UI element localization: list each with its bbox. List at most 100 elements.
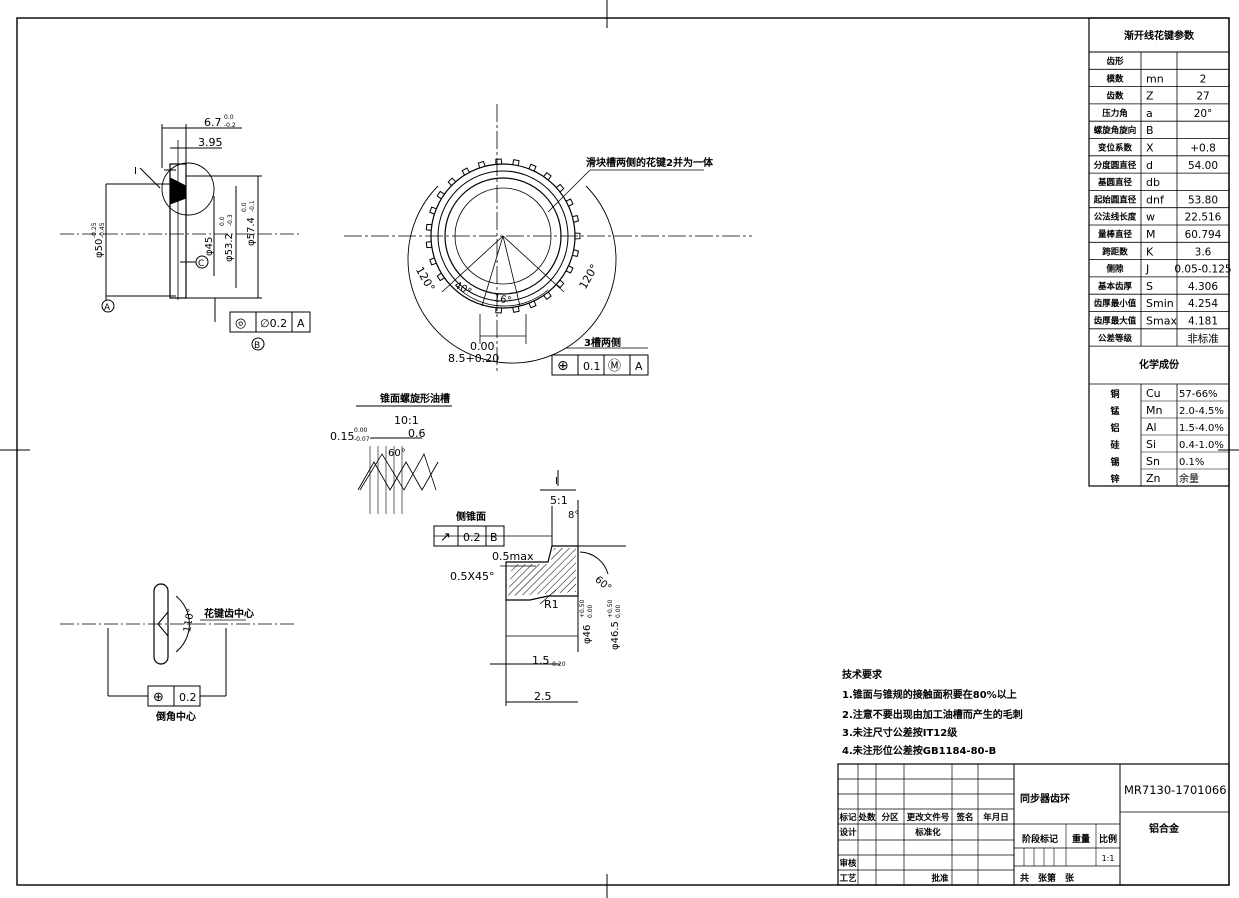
ring-mid-circle <box>437 170 569 302</box>
tooth-center-label: 花键齿中心 <box>204 607 254 620</box>
param-name: 齿形 <box>1106 56 1124 67</box>
detail-i-scale: 5:1 <box>550 494 568 507</box>
revision-header-cell: 处数 <box>857 812 876 823</box>
fcf-tooth-tol: 0.2 <box>179 691 197 704</box>
front-view <box>344 104 752 376</box>
chem-name: 铜 <box>1110 388 1119 400</box>
param-name: 起始圆直径 <box>1093 194 1137 205</box>
tooth-angle: 110° <box>182 608 197 634</box>
dim-phi46: φ46 <box>582 625 593 644</box>
spline-tooth <box>512 159 520 166</box>
spline-tooth <box>572 215 580 223</box>
groove-dim1-up: 0.00 <box>354 427 368 434</box>
chem-value: 1.5-4.0% <box>1179 423 1224 434</box>
angle-arc-120 <box>407 185 617 364</box>
chem-symbol: Zn <box>1146 472 1161 485</box>
spline-tooth <box>477 160 486 169</box>
front-note: 滑块槽两侧的花键2并为一体 <box>586 156 714 169</box>
angle-120-right: 120° <box>577 262 602 291</box>
groove-zigzag-2 <box>359 453 437 491</box>
param-symbol: Z <box>1146 90 1154 103</box>
spline-tooth <box>555 183 565 193</box>
param-name: 螺旋角旋向 <box>1094 125 1137 136</box>
param-symbol: X <box>1146 142 1154 155</box>
param-name: 模数 <box>1106 73 1124 84</box>
param-symbol: Smin <box>1146 297 1174 310</box>
param-symbol: M <box>1146 228 1156 241</box>
param-name: 跨距数 <box>1102 246 1128 257</box>
fcf-left-box <box>229 311 311 333</box>
param-symbol: mn <box>1146 72 1164 85</box>
angle-16: 16° <box>493 293 512 307</box>
tooth-detail <box>60 583 296 707</box>
dim-1.5: 1.5 <box>532 654 550 667</box>
material-label: 铝合金 <box>1149 822 1180 835</box>
spline-tooth <box>495 158 503 165</box>
detail-i-view <box>433 470 626 706</box>
param-value: 2 <box>1200 73 1207 85</box>
revision-header-cell: 更改文件号 <box>907 812 950 823</box>
param-value: +0.8 <box>1190 143 1216 155</box>
dim-3.95: 3.95 <box>198 136 223 149</box>
chem-value: 余量 <box>1179 472 1199 485</box>
param-name: 侧隙 <box>1105 264 1124 275</box>
param-name: 齿厚最大值 <box>1094 316 1137 327</box>
dim-phi46.5-dn: 0.00 <box>615 604 622 618</box>
groove-lines <box>369 446 403 514</box>
spline-tooth <box>436 272 445 282</box>
detail-i-angle-side: 60° <box>592 574 613 594</box>
param-symbol: K <box>1146 245 1154 258</box>
param-value: 60.794 <box>1185 229 1222 241</box>
param-name: 齿数 <box>1106 91 1124 102</box>
fcf-front-mod: Ⓜ <box>608 359 621 374</box>
detail-i-circle <box>161 162 215 216</box>
dim-phi53: φ53.2 <box>224 233 235 262</box>
chem-symbol: Si <box>1146 438 1156 451</box>
ring-outer-circle <box>430 163 576 309</box>
param-symbol: d <box>1146 159 1153 172</box>
angle-arc-inner <box>455 285 549 307</box>
dim-phi46-dn: 0.00 <box>587 604 594 618</box>
spline-tooth <box>565 198 574 207</box>
fcf-front-symbol: ⊕ <box>557 358 569 374</box>
chem-name: 锰 <box>1110 405 1119 417</box>
angle-ray-40 <box>481 235 504 307</box>
spline-tooth <box>436 190 445 200</box>
groove-zigzag-1 <box>357 461 439 491</box>
param-value: 非标准 <box>1187 333 1219 345</box>
dim-2.5: 2.5 <box>534 690 552 703</box>
ring-hatch-top <box>169 177 187 205</box>
param-symbol: db <box>1146 176 1160 189</box>
groove-scale: 10:1 <box>394 414 419 427</box>
datum-c-label: C <box>198 259 204 269</box>
dim-phi53-up: 0.0 <box>219 216 226 226</box>
spline-tooth <box>429 206 437 215</box>
chem-title: 化学成份 <box>1139 358 1180 371</box>
left-section-view <box>60 124 311 351</box>
chem-value: 57-66% <box>1179 389 1218 400</box>
scale-label: 比例 <box>1099 833 1117 845</box>
fcf-i-symbol: ↗ <box>440 530 451 545</box>
dim-phi46-up: +0.50 <box>579 599 586 618</box>
note-leader <box>547 169 591 213</box>
title-block: 标记处数分区更改文件号签名年月日设计标准化审核工艺批准同步器齿环MR7130-1… <box>837 763 1230 886</box>
angle-60-arc <box>579 551 609 575</box>
dim-phi50-dn: -0.45 <box>99 222 106 238</box>
param-name: 分度圆直径 <box>1094 160 1137 171</box>
side-cone-label: 侧锥面 <box>456 510 486 523</box>
param-value: 20° <box>1194 108 1213 120</box>
param-name: 公法线长度 <box>1094 212 1137 223</box>
weight-label: 重量 <box>1072 833 1090 845</box>
angle-ray-right <box>502 235 565 293</box>
param-name: 压力角 <box>1102 108 1128 119</box>
datum-a-circle <box>101 299 115 313</box>
stage-mark-label: 阶段标记 <box>1022 833 1058 845</box>
design-label: 设计 <box>839 827 857 838</box>
groove-title: 锥面螺旋形油槽 <box>380 392 450 405</box>
spline-tooth <box>543 291 552 301</box>
dim-chamfer: 0.5X45° <box>450 570 495 583</box>
param-name: 基圆直径 <box>1097 177 1133 188</box>
groove-dim1: 0.15 <box>330 430 355 443</box>
detail-i-hatch <box>508 548 576 596</box>
